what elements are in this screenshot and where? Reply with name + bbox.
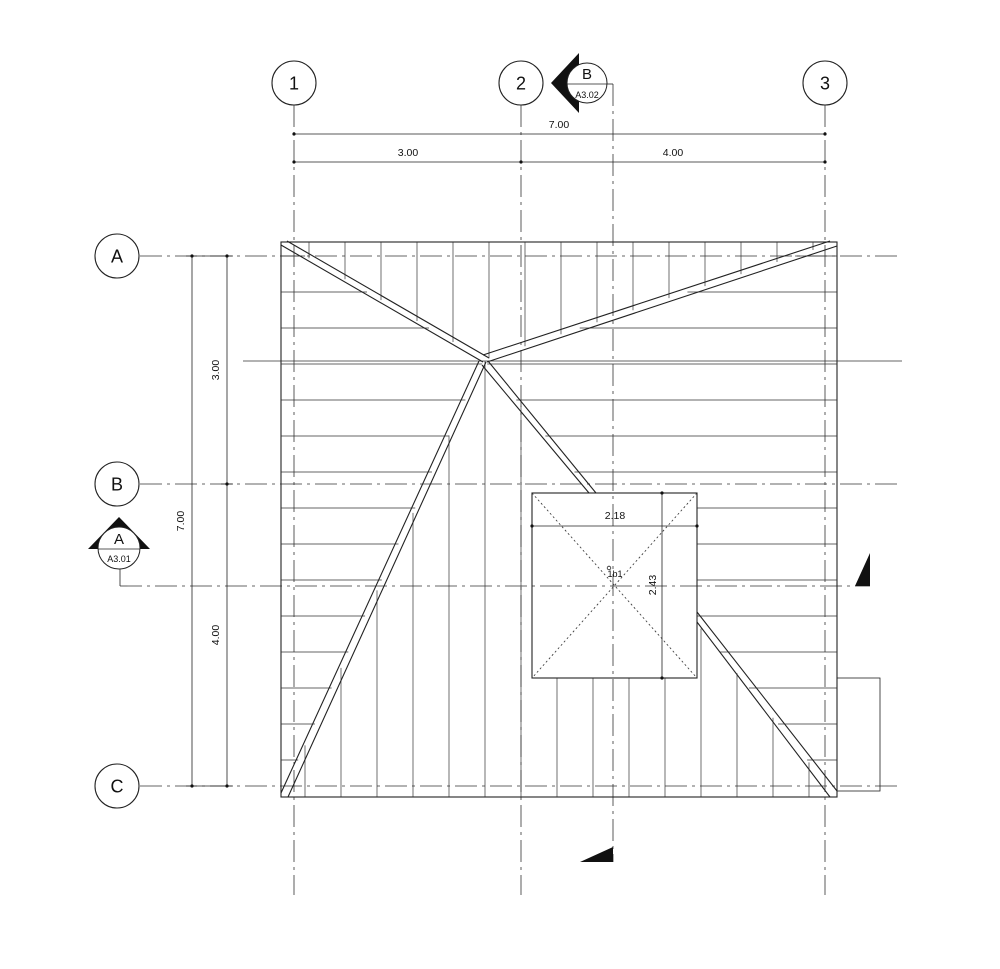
hip-beam-se-upper bbox=[481, 360, 597, 494]
grid-lines bbox=[120, 84, 902, 895]
hip-beam-sw bbox=[280, 360, 487, 798]
section-arrow-right bbox=[855, 553, 870, 586]
grid-label-3: 3 bbox=[820, 74, 830, 94]
grid-bubble-2: 2 bbox=[498, 60, 544, 106]
center-label: 1b1 bbox=[607, 569, 622, 579]
section-marker-B: B A3.02 bbox=[551, 53, 613, 113]
dim-left-A-B: 3.00 bbox=[210, 360, 222, 381]
grid-bubble-A: A bbox=[94, 233, 140, 279]
grid-bubble-B: B bbox=[94, 461, 140, 507]
skylight-opening: 2.18 2.43 1b1 bbox=[530, 491, 699, 680]
grid-label-A: A bbox=[111, 247, 123, 267]
hip-beams bbox=[280, 240, 838, 798]
section-marker-A: A A3.01 bbox=[88, 517, 150, 586]
grid-bubbles: 1 2 3 A B C bbox=[94, 60, 848, 809]
grid-bubble-3: 3 bbox=[802, 60, 848, 106]
grid-bubble-1: 1 bbox=[271, 60, 317, 106]
dim-left-B-C: 4.00 bbox=[210, 625, 222, 646]
hip-beam-ne bbox=[482, 240, 838, 363]
grid-label-2: 2 bbox=[516, 74, 526, 94]
top-dimensions: 7.00 3.00 4.00 bbox=[292, 119, 827, 164]
section-marker-A-letter: A bbox=[114, 531, 124, 548]
dim-skylight-height: 2.43 bbox=[647, 575, 659, 596]
section-marker-B-letter: B bbox=[582, 66, 592, 83]
roof-outline bbox=[280, 241, 838, 798]
section-marker-B-sheet: A3.02 bbox=[575, 90, 599, 100]
rafters bbox=[243, 242, 902, 797]
grid-label-1: 1 bbox=[289, 74, 299, 94]
dim-top-2-3: 4.00 bbox=[663, 147, 684, 159]
dim-skylight-width: 2.18 bbox=[605, 510, 626, 522]
hip-beam-nw bbox=[280, 240, 490, 363]
grid-bubble-C: C bbox=[94, 763, 140, 809]
section-arrow-bottom bbox=[580, 847, 613, 862]
dim-left-total: 7.00 bbox=[175, 511, 187, 532]
left-dimensions: 7.00 3.00 4.00 bbox=[175, 254, 233, 788]
hip-beam-se-lower bbox=[696, 611, 838, 798]
dim-top-1-2: 3.00 bbox=[398, 147, 419, 159]
section-end-arrows bbox=[580, 553, 870, 862]
side-box bbox=[836, 677, 881, 792]
section-marker-A-sheet: A3.01 bbox=[107, 554, 131, 564]
grid-label-B: B bbox=[111, 475, 123, 495]
dim-top-total: 7.00 bbox=[549, 119, 570, 131]
grid-label-C: C bbox=[111, 777, 124, 797]
